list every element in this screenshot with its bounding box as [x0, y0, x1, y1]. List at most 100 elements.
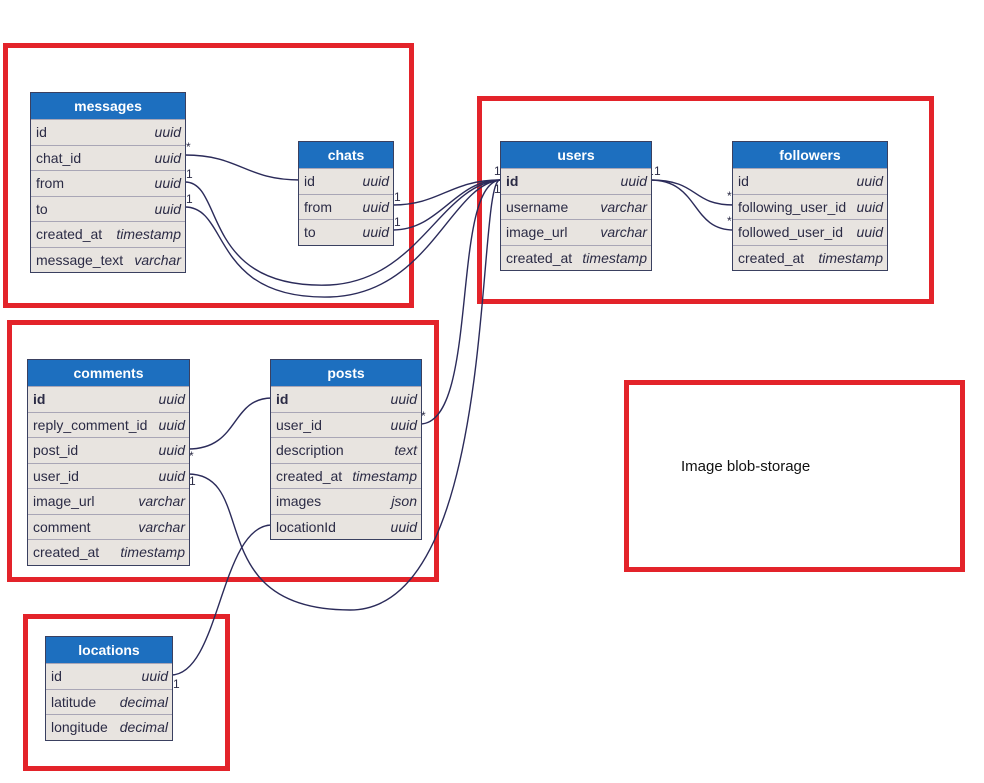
column-type: timestamp [352, 467, 417, 484]
column-row[interactable]: from uuid [31, 170, 185, 196]
column-row[interactable]: images json [271, 488, 421, 514]
column-type: timestamp [120, 544, 185, 561]
blob-storage-label: Image blob-storage [681, 458, 811, 475]
table-title: messages [31, 93, 185, 119]
column-type: varchar [134, 251, 181, 268]
column-type: uuid [141, 668, 168, 685]
column-name: id [51, 668, 62, 685]
column-row[interactable]: id uuid [31, 119, 185, 145]
column-type: uuid [362, 224, 389, 241]
column-name: description [276, 442, 344, 459]
column-type: json [391, 493, 417, 510]
column-type: uuid [362, 173, 389, 190]
column-row[interactable]: message_text varchar [31, 246, 185, 273]
column-name: post_id [33, 442, 79, 459]
column-name: created_at [276, 467, 343, 484]
column-row[interactable]: image_url varchar [28, 488, 189, 514]
column-type: uuid [390, 416, 417, 433]
column-row[interactable]: created_at timestamp [733, 244, 887, 271]
column-type: uuid [158, 442, 185, 459]
column-type: uuid [158, 391, 185, 408]
column-type: text [394, 442, 417, 459]
column-name: comment [33, 518, 91, 535]
column-name: from [304, 198, 332, 215]
column-type: decimal [119, 719, 168, 736]
column-name: following_user_id [738, 198, 847, 215]
column-name: locationId [276, 518, 336, 535]
column-name: to [304, 224, 316, 241]
column-type: timestamp [818, 249, 883, 266]
column-type: uuid [154, 149, 181, 166]
column-type: uuid [154, 175, 181, 192]
column-row[interactable]: user_id uuid [271, 411, 421, 438]
column-name: message_text [36, 251, 124, 268]
column-type: uuid [362, 198, 389, 215]
column-type: varchar [600, 224, 647, 241]
column-name: from [36, 175, 64, 192]
table-title: locations [46, 637, 172, 663]
column-name: created_at [738, 249, 805, 266]
column-row[interactable]: id uuid [46, 663, 172, 689]
column-name: created_at [36, 226, 103, 243]
group-frame-blob-storage [624, 380, 965, 572]
column-name: latitude [51, 693, 97, 710]
column-name: images [276, 493, 322, 510]
column-row[interactable]: user_id uuid [28, 462, 189, 489]
column-row-primary-key[interactable]: id uuid [501, 168, 651, 194]
column-type: uuid [856, 173, 883, 190]
column-row[interactable]: latitude decimal [46, 688, 172, 715]
column-name: username [506, 198, 569, 215]
column-row[interactable]: id uuid [299, 168, 393, 194]
column-type: uuid [856, 224, 883, 241]
column-type: uuid [154, 124, 181, 141]
column-type: uuid [620, 173, 647, 190]
column-name: user_id [276, 416, 322, 433]
column-name: id [506, 173, 519, 190]
column-name: image_url [33, 493, 95, 510]
column-row-primary-key[interactable]: id uuid [28, 386, 189, 412]
column-type: uuid [856, 198, 883, 215]
column-row[interactable]: image_url varchar [501, 219, 651, 245]
column-type: decimal [119, 693, 168, 710]
table-title: comments [28, 360, 189, 386]
column-name: id [304, 173, 315, 190]
column-name: id [36, 124, 47, 141]
column-row[interactable]: created_at timestamp [271, 462, 421, 489]
column-type: timestamp [116, 226, 181, 243]
column-name: image_url [506, 224, 568, 241]
column-name: to [36, 200, 48, 217]
column-row[interactable]: from uuid [299, 193, 393, 220]
column-row[interactable]: to uuid [299, 219, 393, 245]
column-row[interactable]: description text [271, 437, 421, 463]
column-row[interactable]: following_user_id uuid [733, 193, 887, 220]
table-title: posts [271, 360, 421, 386]
column-type: varchar [138, 493, 185, 510]
column-row[interactable]: post_id uuid [28, 437, 189, 463]
column-type: uuid [158, 467, 185, 484]
column-row[interactable]: created_at timestamp [31, 221, 185, 247]
column-name: id [276, 391, 289, 408]
table-locations[interactable]: locations id uuid latitude decimal longitu… [45, 636, 173, 741]
column-name: user_id [33, 467, 79, 484]
column-name: created_at [33, 544, 100, 561]
column-row[interactable]: created_at timestamp [28, 539, 189, 565]
column-type: timestamp [582, 249, 647, 266]
column-name: id [33, 391, 46, 408]
